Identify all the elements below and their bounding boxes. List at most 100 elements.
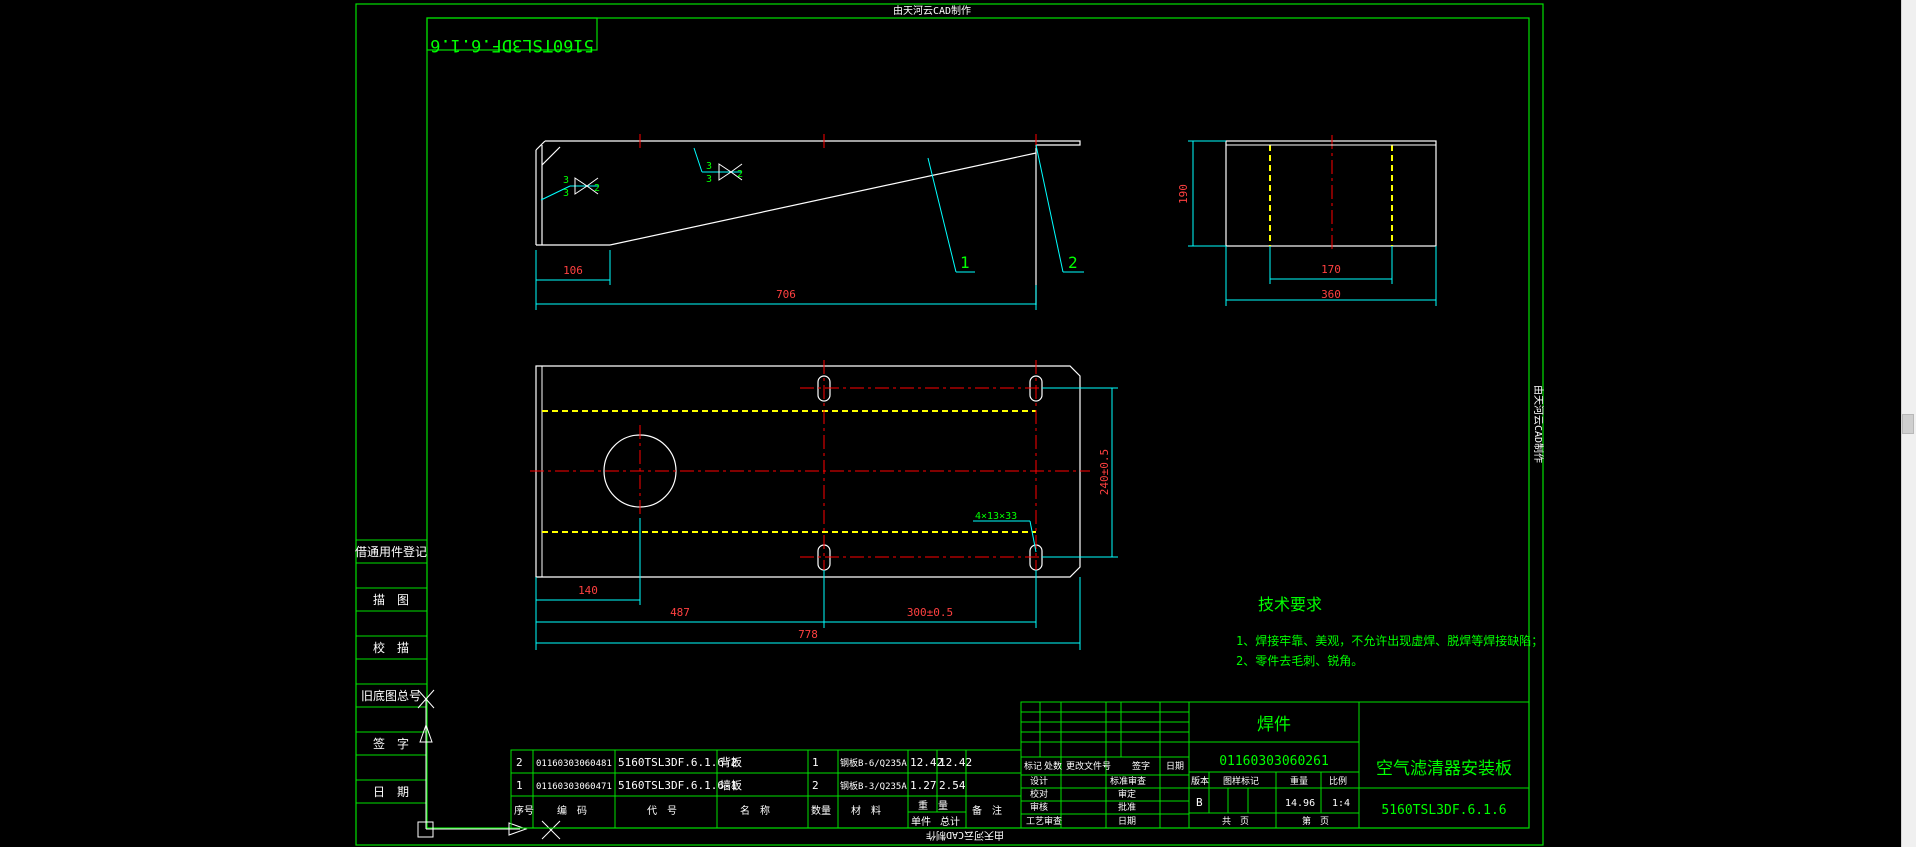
dim-240: 240±0.5 xyxy=(1098,449,1111,495)
bom-qty: 2 xyxy=(812,779,819,792)
bom-total-weight: 2.54 xyxy=(939,779,966,792)
bom-header-cell: 序号 xyxy=(514,804,534,817)
tb-label: 标记 xyxy=(1024,760,1042,772)
stamp-label: 借通用件登记 xyxy=(355,544,427,559)
bom-header-cell: 重 量 xyxy=(918,799,948,812)
bom-table xyxy=(510,749,1022,829)
bom-unit-weight: 1.27 xyxy=(910,779,937,792)
tb-label: 审定 xyxy=(1118,788,1136,800)
weld-symbol-bottom: 3 xyxy=(563,188,569,199)
tb-title: 空气滤清器安装板 xyxy=(1376,759,1512,779)
bom-header-cell: 名 称 xyxy=(740,804,770,817)
left-stamp-column xyxy=(356,539,427,804)
dim-778: 778 xyxy=(798,628,818,641)
bom-name: 墙板 xyxy=(720,778,742,792)
tb-label: 审核 xyxy=(1030,801,1048,813)
bom-seq: 2 xyxy=(516,756,523,769)
stamp-label: 签 字 xyxy=(373,736,409,751)
tb-drawing-no: 5160TSL3DF.6.1.6 xyxy=(1381,803,1506,818)
tb-label: 版本 xyxy=(1191,775,1209,787)
bom-material: 钢板B-6/Q235A xyxy=(840,757,907,769)
tb-label: 标准审查 xyxy=(1110,775,1146,787)
tech-requirements: 技术要求 1、焊接牢靠、美观，不允许出现虚焊、脱焊等焊接缺陷； 2、零件去毛刺、… xyxy=(1236,595,1543,668)
balloon-1: 1 xyxy=(960,253,970,272)
tb-label: 日期 xyxy=(1118,816,1136,827)
tech-requirement-item: 2、零件去毛刺、锐角。 xyxy=(1236,654,1363,668)
stamp-label: 校 描 xyxy=(373,640,409,655)
dim-190: 190 xyxy=(1177,184,1190,204)
tb-label: 校对 xyxy=(1030,788,1048,800)
watermark-side: 由天河云CAD制作 xyxy=(1532,385,1545,463)
weld-symbol-top: 3 xyxy=(563,175,569,186)
ucs-icon xyxy=(417,689,561,840)
bom-name: 背板 xyxy=(720,755,742,769)
dim-487: 487 xyxy=(670,606,690,619)
weld-symbol-right: 2 xyxy=(737,169,743,180)
drawing-code-rotated: 5160TSL3DF.6.1.6 xyxy=(430,35,594,55)
tb-label: 共 页 xyxy=(1222,816,1249,827)
dim-300: 300±0.5 xyxy=(907,606,953,619)
bom-total-weight: 12.42 xyxy=(939,756,972,769)
bom-header-cell: 备 注 xyxy=(972,804,1002,817)
dim-140: 140 xyxy=(578,584,598,597)
bom-code: 01160303060481 xyxy=(536,759,612,769)
tb-revision: B xyxy=(1196,796,1203,809)
bom-qty: 1 xyxy=(812,756,819,769)
stamp-label: 旧底图总号 xyxy=(361,688,421,703)
dim-360: 360 xyxy=(1321,288,1341,301)
tb-label: 重量 xyxy=(1290,775,1308,787)
scroll-thumb[interactable] xyxy=(1902,414,1914,434)
front-view: 3 3 2 3 3 2 1 2 106 706 xyxy=(535,134,1084,310)
tb-label: 更改文件号 xyxy=(1066,760,1111,772)
weld-symbol-right: 2 xyxy=(594,183,600,194)
side-view: 190 170 360 xyxy=(1177,135,1437,306)
bom-code: 01160303060471 xyxy=(536,782,612,792)
drawing-frame xyxy=(355,3,1544,846)
tb-label: 图样标记 xyxy=(1223,775,1259,787)
bom-unit-weight: 12.42 xyxy=(910,756,943,769)
tb-label: 比例 xyxy=(1329,775,1347,787)
tb-label: 日期 xyxy=(1166,761,1184,772)
tb-category: 焊件 xyxy=(1257,715,1291,735)
top-view: 240±0.5 140 487 300±0.5 778 4×13×33 xyxy=(530,360,1118,650)
bom-header-cell: 数量 xyxy=(811,804,831,817)
bom-header-cell: 编 码 xyxy=(557,804,587,817)
tb-label: 处数 xyxy=(1044,760,1062,772)
left-stamp-labels: 借通用件登记 描 图 校 描 旧底图总号 签 字 日 期 xyxy=(355,544,427,799)
bom-row: 2 01160303060481 5160TSL3DF.6.1.6-2 背板 1… xyxy=(516,755,972,769)
bom-drawing: 5160TSL3DF.6.1.6-2 xyxy=(618,756,737,769)
stamp-label: 描 图 xyxy=(373,593,409,607)
tech-requirements-title: 技术要求 xyxy=(1258,595,1322,614)
bom-material: 钢板B-3/Q235A xyxy=(840,780,907,792)
tb-part-code: 01160303060261 xyxy=(1219,754,1329,769)
dim-706: 706 xyxy=(776,288,796,301)
bom-header-cell: 材 料 xyxy=(851,804,881,817)
hole-note: 4×13×33 xyxy=(975,511,1017,522)
stamp-label: 日 期 xyxy=(373,785,409,799)
balloon-2: 2 xyxy=(1068,253,1078,272)
bom-header-cell: 单件 xyxy=(911,816,931,828)
dim-106: 106 xyxy=(563,264,583,277)
tb-label: 批准 xyxy=(1118,801,1136,813)
watermark-bottom: 由天河云CAD制作 xyxy=(926,829,1004,842)
vertical-scrollbar[interactable] xyxy=(1901,0,1916,847)
tb-label: 工艺审查 xyxy=(1026,815,1062,827)
tb-scale: 1:4 xyxy=(1332,798,1350,809)
tb-weight: 14.96 xyxy=(1285,798,1315,809)
tb-label: 第 页 xyxy=(1302,815,1329,827)
weld-symbol-bottom: 3 xyxy=(706,174,712,185)
dim-170: 170 xyxy=(1321,263,1341,276)
bom-seq: 1 xyxy=(516,779,523,792)
watermark-top: 由天河云CAD制作 xyxy=(893,4,971,17)
bom-drawing: 5160TSL3DF.6.1.6-1 xyxy=(618,779,737,792)
title-block xyxy=(1020,701,1530,829)
title-block-values: 焊件 01160303060261 空气滤清器安装板 5160TSL3DF.6.… xyxy=(1196,715,1512,818)
tech-requirement-item: 1、焊接牢靠、美观，不允许出现虚焊、脱焊等焊接缺陷； xyxy=(1236,633,1543,648)
weld-symbol-top: 3 xyxy=(706,161,712,172)
tb-label: 设计 xyxy=(1030,775,1048,787)
tb-label: 签字 xyxy=(1132,760,1150,772)
bom-header: 序号 编 码 代 号 名 称 数量 材 料 重 量 单件 总计 备 注 xyxy=(514,799,1002,828)
bom-header-cell: 总计 xyxy=(940,815,960,828)
